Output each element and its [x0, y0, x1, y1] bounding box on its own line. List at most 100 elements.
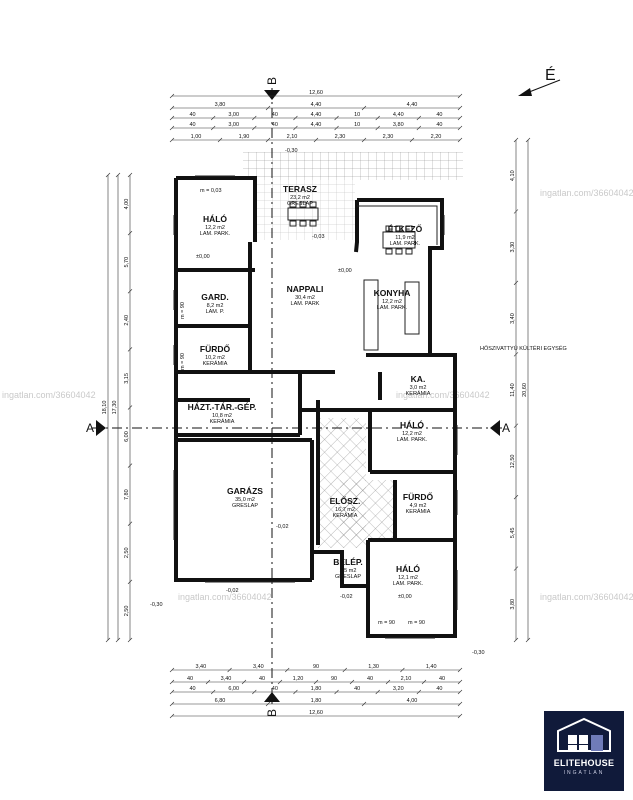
- room-floor-gard: LAM. P.: [206, 309, 225, 315]
- dim-bottom-row3-label: 1,80: [311, 686, 322, 692]
- dim-top-row3-tick: [416, 125, 422, 131]
- section-b-bottom-arrow: [264, 692, 280, 702]
- room-area-etkezo: 11,9 m2: [395, 235, 414, 241]
- room-name-hazt: HÁZT.-TÁR.-GÉP.: [188, 402, 257, 412]
- logo-sub: INGATLAN: [563, 770, 605, 776]
- room-name-garazs: GARÁZS: [227, 486, 263, 496]
- dim-top-row3-label: 40: [436, 122, 442, 128]
- dim-top-row2-label: 10: [354, 112, 360, 118]
- dim-bottom-row2-tick: [241, 679, 247, 685]
- house-logo-icon: [557, 717, 611, 752]
- dim-left-total-label: 18,10: [102, 401, 108, 415]
- room-name-elosz: ELŐSZ.: [330, 495, 361, 506]
- dim-top-row3-tick: [334, 125, 339, 131]
- room-floor-furdo1: KERÁMIA: [203, 360, 228, 367]
- watermark-bottom-center: ingatlan.com/36604042: [178, 592, 272, 602]
- dim-top-row4-label: 1,00: [191, 134, 202, 140]
- dim-bottom-row4-tick: [361, 701, 367, 707]
- north-arrow-head-icon: [518, 88, 532, 96]
- dim-bottom-row1-tick: [342, 667, 348, 673]
- level-halo: m = 0,03: [200, 188, 222, 194]
- logo-brand: ELITEHOUSE: [553, 758, 615, 768]
- dim-bottom-row3-tick: [416, 689, 422, 695]
- windows: [173, 175, 458, 639]
- dim-right-items-label: 5,45: [510, 527, 516, 538]
- watermark-bottom-right: ingatlan.com/36604042: [540, 592, 633, 602]
- dim-top-row2-label: 40: [272, 112, 278, 118]
- room-floor-halo1: LAM. PARK.: [200, 231, 231, 237]
- room-name-furdo2: FÜRDŐ: [403, 491, 434, 502]
- watermark-center: ingatlan.com/36604042: [396, 390, 490, 400]
- section-label-a-left: A: [86, 421, 94, 435]
- room-floor-halo2: LAM. PARK.: [397, 437, 428, 443]
- room-name-nappali: NAPPALI: [287, 284, 324, 294]
- dim-right-items-label: 11,40: [510, 383, 516, 396]
- room-name-furdo1: FÜRDŐ: [200, 343, 231, 354]
- dim-left-sub-tick: [115, 172, 121, 178]
- dim-left-items-tick: [127, 289, 133, 294]
- dim-top-row4-label: 2,30: [383, 134, 394, 140]
- level-ext-left: -0,30: [150, 602, 163, 608]
- dim-top-row3-label: 3,80: [393, 122, 404, 128]
- level-ext-top: -0,30: [285, 148, 298, 154]
- dim-left-items-label: 2,50: [124, 606, 130, 617]
- room-floor-hazt: KERÁMIA: [210, 418, 235, 425]
- section-label-b-bottom: B: [265, 709, 279, 717]
- walls: [174, 176, 457, 638]
- dim-bottom-row3-tick: [169, 689, 175, 695]
- room-floor-etkezo: LAM. PARK.: [390, 241, 421, 247]
- dim-right-items-label: 3,30: [510, 242, 516, 253]
- section-a-right-arrow: [490, 420, 500, 436]
- dim-top-row2-label: 3,00: [228, 112, 239, 118]
- dim-right-items-tick: [513, 280, 519, 286]
- level-halo3-b: m = 90: [408, 620, 425, 626]
- dim-top-row4-tick: [217, 137, 223, 143]
- dim-top-row2-tick: [252, 115, 257, 121]
- room-floor-terasz: GRESLAP: [287, 201, 313, 207]
- dim-left-items-label: 2,50: [124, 547, 130, 558]
- dim-bottom-row2-label: 40: [187, 676, 193, 682]
- dim-bottom-row2-label: 40: [259, 676, 265, 682]
- dim-bottom-row3-label: 40: [272, 686, 278, 692]
- dim-bottom-row4-tick: [457, 701, 463, 707]
- room-name-belep: BELÉP.: [333, 557, 363, 567]
- dim-bottom-row3-label: 3,20: [393, 686, 404, 692]
- dim-top-row4-label: 2,10: [287, 134, 298, 140]
- room-floor-nappali: LAM. PARK: [291, 301, 320, 307]
- dim-top-row4-tick: [361, 137, 367, 143]
- dim-bottom-row3-label: 6,00: [228, 686, 239, 692]
- dim-bottom-row3-tick: [334, 689, 339, 695]
- dim-left-items-tick: [127, 579, 133, 585]
- dim-right-total-tick: [525, 137, 531, 143]
- dim-left-total-tick: [105, 637, 111, 643]
- dim-top-row3-tick: [293, 125, 298, 131]
- dim-left-items-label: 2,40: [124, 315, 130, 326]
- dim-top-row1-label: 4,40: [407, 102, 418, 108]
- room-area-furdo1: 10,2 m2: [205, 355, 225, 361]
- dim-right-items-label: 3,40: [510, 313, 516, 324]
- dim-bottom-row2-tick: [313, 679, 319, 685]
- dim-bottom-row2-tick: [385, 679, 391, 685]
- dim-top-row3-label: 40: [190, 122, 196, 128]
- dim-left-items-label: 7,80: [124, 489, 130, 500]
- dim-bottom-row1-tick: [284, 667, 290, 673]
- room-area-halo2: 12,2 m2: [402, 431, 422, 437]
- room-area-halo1: 12,2 m2: [205, 225, 225, 231]
- room-floor-elosz: KERÁMIA: [333, 512, 358, 519]
- room-area-nappali: 30,4 m2: [295, 295, 315, 301]
- section-label-b-top: B: [265, 77, 279, 85]
- dim-bottom-row1-label: 3,40: [253, 664, 264, 670]
- room-area-ka: 3,0 m2: [410, 385, 427, 391]
- dim-bottom-row2-label: 3,40: [221, 676, 232, 682]
- dim-right-items-label: 3,80: [510, 599, 516, 610]
- terrace-table: [287, 201, 319, 227]
- dim-top-row1-tick: [265, 105, 271, 111]
- dim-bottom-row3-tick: [293, 689, 298, 695]
- room-name-halo3: HÁLÓ: [396, 563, 420, 574]
- dim-left-items-tick: [127, 521, 133, 526]
- dim-top-total-label: 12,60: [309, 90, 323, 96]
- room-floor-furdo2: KERÁMIA: [406, 508, 431, 515]
- dim-top-row2-label: 40: [436, 112, 442, 118]
